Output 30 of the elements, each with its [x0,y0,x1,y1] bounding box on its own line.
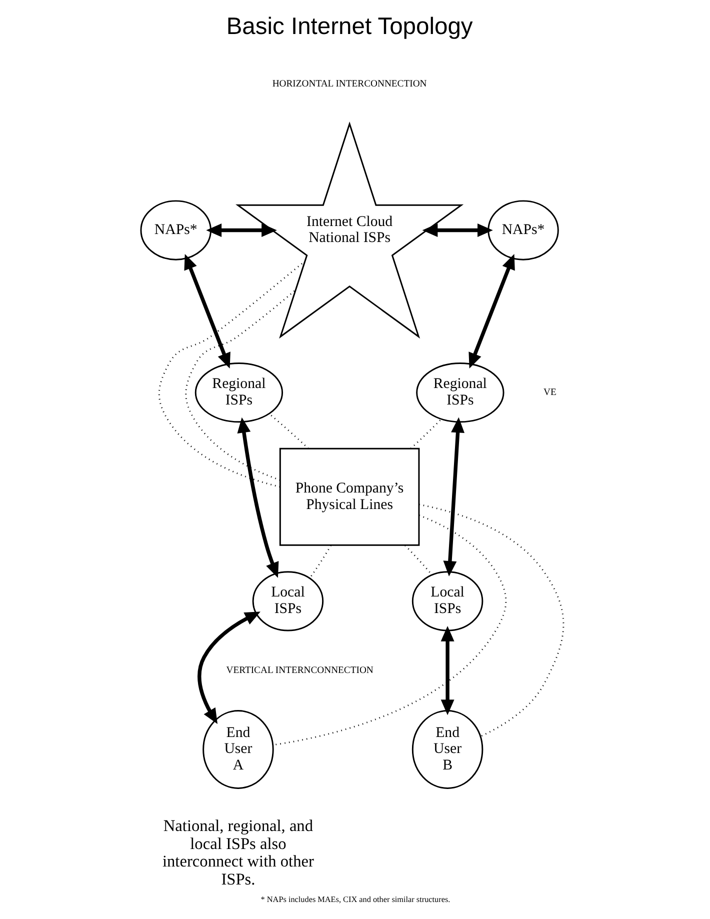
node-circle: End User A [202,710,274,789]
connector [268,413,308,450]
arrow [184,254,230,368]
arrow [197,612,260,724]
label: HORIZONTAL INTERCONNECTION [272,78,426,90]
diagram-title: Basic Internet Topology [226,12,472,40]
arrow [468,254,514,368]
connector [158,260,305,488]
node-box: Phone Company’s Physical Lines [278,448,420,546]
arrow [442,417,464,576]
arrow [440,626,454,716]
connector [410,418,442,450]
label: National, regional, and local ISPs also interconnect with other ISPs. [162,816,314,889]
arrow [422,224,492,237]
node-ellipse: Regional ISPs [416,362,504,423]
connector [404,544,432,576]
arrow [236,417,278,578]
node-ellipse: Local ISPs [411,571,483,632]
node-ellipse: NAPs* [140,200,211,260]
node-ellipse: NAPs* [487,200,558,260]
node-ellipse: Local ISPs [252,571,324,632]
arrow [206,224,276,237]
connector [418,504,564,738]
connector [184,290,296,481]
label: VERTICAL INTERNCONNECTION [226,665,373,676]
connector [308,545,332,579]
caption: * NAPs includes MAEs, CIX and other similar structures. [260,894,450,904]
node-ellipse: Regional ISPs [194,362,283,423]
node-circle: End User B [411,710,483,789]
label: VE [543,387,556,398]
